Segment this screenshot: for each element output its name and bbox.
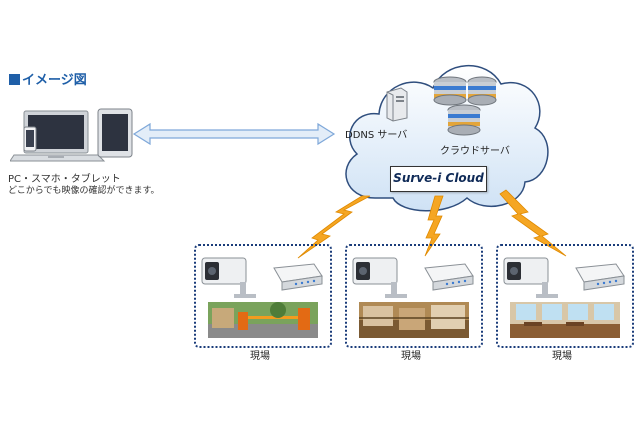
site-illustration bbox=[352, 257, 474, 338]
service-name: Surve-i Cloud bbox=[393, 171, 484, 185]
site-box-3 bbox=[496, 244, 634, 348]
connection-arrow bbox=[132, 122, 336, 146]
section-title-text: イメージ図 bbox=[22, 73, 87, 88]
camera-icon bbox=[352, 257, 407, 298]
lightning-icon bbox=[297, 195, 371, 259]
site-label-1: 現場 bbox=[250, 351, 270, 362]
site-photo bbox=[510, 302, 620, 338]
devices-description: どこからでも映像の確認ができます。 bbox=[8, 186, 160, 196]
router-icon bbox=[424, 263, 474, 291]
lightning-icon bbox=[499, 189, 567, 257]
site-photo bbox=[359, 302, 469, 338]
site-box-2 bbox=[345, 244, 483, 348]
smartphone-icon bbox=[23, 126, 37, 152]
router-icon bbox=[273, 263, 323, 291]
surve-i-cloud-box: Surve-i Cloud bbox=[390, 166, 487, 192]
site-label-2: 現場 bbox=[401, 351, 421, 362]
site-photo bbox=[208, 302, 318, 338]
section-title: イメージ図 bbox=[9, 69, 87, 88]
site-label-3: 現場 bbox=[552, 351, 572, 362]
devices-illustration bbox=[10, 108, 133, 162]
router-icon bbox=[575, 263, 625, 291]
laptop-icon bbox=[10, 110, 106, 162]
title-square-icon bbox=[9, 74, 20, 85]
database-icon bbox=[433, 76, 497, 136]
cloud-server-label: クラウドサーバ bbox=[440, 146, 510, 157]
site-box-1 bbox=[194, 244, 332, 348]
server-icon bbox=[386, 87, 408, 122]
camera-icon bbox=[503, 257, 558, 298]
devices-label: PC・スマホ・タブレット bbox=[8, 174, 121, 185]
camera-icon bbox=[201, 257, 256, 298]
site-illustration bbox=[503, 257, 625, 338]
ddns-server-label: DDNS サーバ bbox=[345, 130, 408, 141]
tablet-icon bbox=[97, 108, 133, 158]
site-illustration bbox=[201, 257, 323, 338]
